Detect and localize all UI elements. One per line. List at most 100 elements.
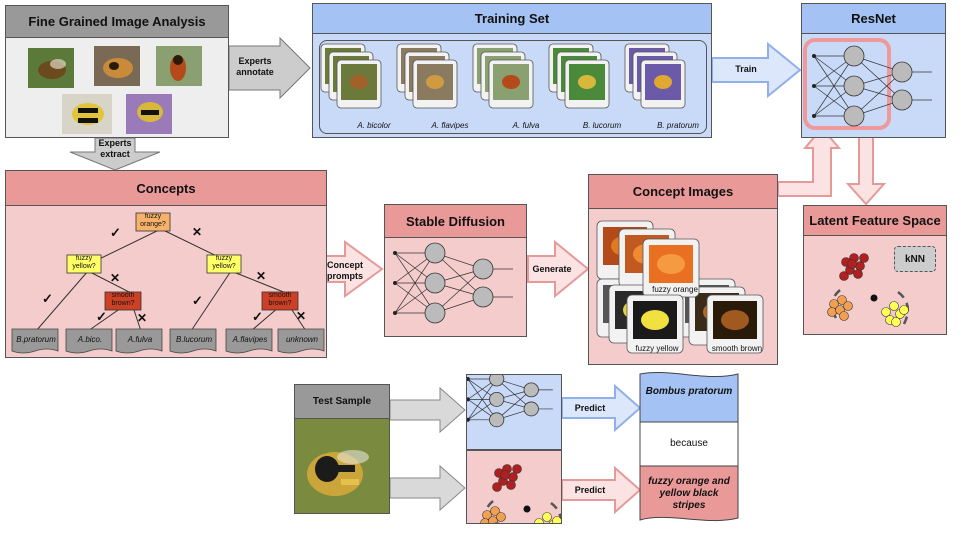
concept-prompts-label: Concept prompts — [327, 260, 363, 281]
tree-leaf — [169, 328, 217, 354]
concept-image-cards — [596, 220, 764, 354]
species-caption: B. lucorum — [582, 121, 622, 130]
concept-image-label: fuzzy orange — [652, 285, 698, 294]
cluster-point — [480, 518, 490, 523]
input-node — [812, 84, 816, 88]
experts-extract-label: Experts extract — [98, 138, 132, 159]
latent-panel: Latent Feature Space kNN — [803, 205, 947, 335]
cluster-point — [827, 307, 837, 317]
species-caption: B. pratorum — [657, 121, 699, 130]
species-stacks — [320, 43, 686, 109]
bee-photo — [156, 46, 202, 86]
neuron-node — [424, 272, 446, 294]
cluster-point — [512, 464, 522, 474]
neuron-node — [489, 412, 505, 428]
prediction-because: because — [670, 438, 708, 449]
test-sample-panel: Test Sample — [294, 384, 390, 514]
no-mark: ✕ — [296, 309, 307, 323]
concept-image-label: smooth brown — [711, 344, 763, 353]
input-node — [393, 281, 397, 285]
neuron-node — [843, 75, 865, 97]
generate-label: Generate — [532, 264, 572, 274]
training-image-card — [336, 59, 382, 109]
latent-scatter — [827, 253, 910, 327]
leaf-label: A.fulva — [127, 335, 153, 344]
species-caption: A. fulva — [512, 121, 540, 130]
generate-arrow — [527, 239, 590, 299]
yes-mark: ✓ — [110, 225, 121, 240]
diffusion-network — [393, 242, 513, 324]
input-node — [812, 114, 816, 118]
tree-node-fuzzy-orange — [135, 212, 171, 232]
species-caption: A. bicolor — [357, 121, 391, 130]
tree-node-fuzzy-yellow — [66, 254, 102, 274]
cluster-point — [839, 311, 849, 321]
neuron-node — [843, 45, 865, 67]
tree-leaf — [65, 328, 113, 354]
resnet-title: ResNet — [802, 4, 945, 34]
tree-leaf — [225, 328, 273, 354]
stable-diffusion-panel: Stable Diffusion — [384, 204, 527, 337]
training-image-card — [488, 59, 534, 109]
training-image-card — [412, 59, 458, 109]
training-set-panel: Training Set A. bicolor A. flavipes A. f… — [312, 3, 712, 138]
cluster-point — [881, 307, 891, 317]
stable-diffusion-title: Stable Diffusion — [385, 205, 526, 238]
resnet-panel: ResNet — [801, 3, 946, 138]
input-node — [467, 417, 470, 422]
yes-mark: ✓ — [192, 293, 203, 308]
no-mark: ✕ — [192, 225, 203, 239]
leaf-label: B.lucorum — [175, 335, 212, 344]
fine-grained-title: Fine Grained Image Analysis — [6, 6, 228, 38]
fuzzy-orange-label: fuzzy orange? — [140, 213, 166, 228]
cluster-point — [500, 470, 510, 480]
predict-bottom-label: Predict — [574, 485, 606, 495]
tree-node-fuzzy-yellow — [206, 254, 242, 274]
concepts-title: Concepts — [6, 171, 326, 206]
train-label: Train — [735, 64, 757, 74]
train-arrow — [711, 41, 802, 99]
cluster-point — [847, 259, 857, 269]
tree-node-smooth-brown — [261, 291, 299, 311]
cluster-point — [889, 301, 899, 311]
test-to-latent-arrow — [389, 464, 466, 512]
neuron-node — [489, 391, 505, 407]
knn-box — [894, 246, 936, 272]
cluster-point — [855, 261, 865, 271]
predict-latent-panel — [466, 450, 562, 524]
neuron-node — [843, 105, 865, 127]
no-mark: ✕ — [137, 311, 148, 325]
resnet-network — [803, 38, 932, 130]
cluster-point — [891, 317, 901, 327]
test-bee-photo — [295, 419, 389, 513]
neuron-node — [472, 286, 494, 308]
input-node — [393, 251, 397, 255]
concept-image-card — [706, 294, 764, 354]
cluster-point — [837, 295, 847, 305]
bee-photo — [28, 48, 74, 88]
neuron-node — [523, 382, 539, 398]
cluster-point — [494, 522, 500, 523]
leaf-label: A.bico. — [77, 335, 103, 344]
no-mark: ✕ — [110, 271, 121, 285]
neuron-node — [424, 302, 446, 324]
neuron-node — [891, 61, 913, 83]
bee-photo — [94, 46, 140, 86]
concepts-panel: Concepts fuzzy orange? fuzzy yellow? fuz… — [5, 170, 327, 358]
cluster-point — [843, 301, 853, 311]
decision-tree — [11, 212, 325, 354]
test-sample-title: Test Sample — [295, 385, 389, 419]
input-node — [812, 54, 816, 58]
knn-label: kNN — [904, 254, 925, 265]
predict-network-panel — [466, 374, 562, 450]
cluster-point — [542, 512, 552, 522]
no-mark: ✕ — [256, 269, 267, 283]
predict-top-arrow — [561, 383, 642, 433]
neuron-node — [489, 375, 505, 387]
bee-photo — [62, 94, 112, 134]
concept-images-panel: Concept Images fuzzy orange fuzzy yellow… — [588, 174, 778, 365]
cluster-point — [508, 472, 518, 482]
annotate-arrow — [228, 36, 311, 100]
input-node — [467, 377, 470, 381]
smooth-brown-label: smooth brown? — [111, 292, 135, 307]
